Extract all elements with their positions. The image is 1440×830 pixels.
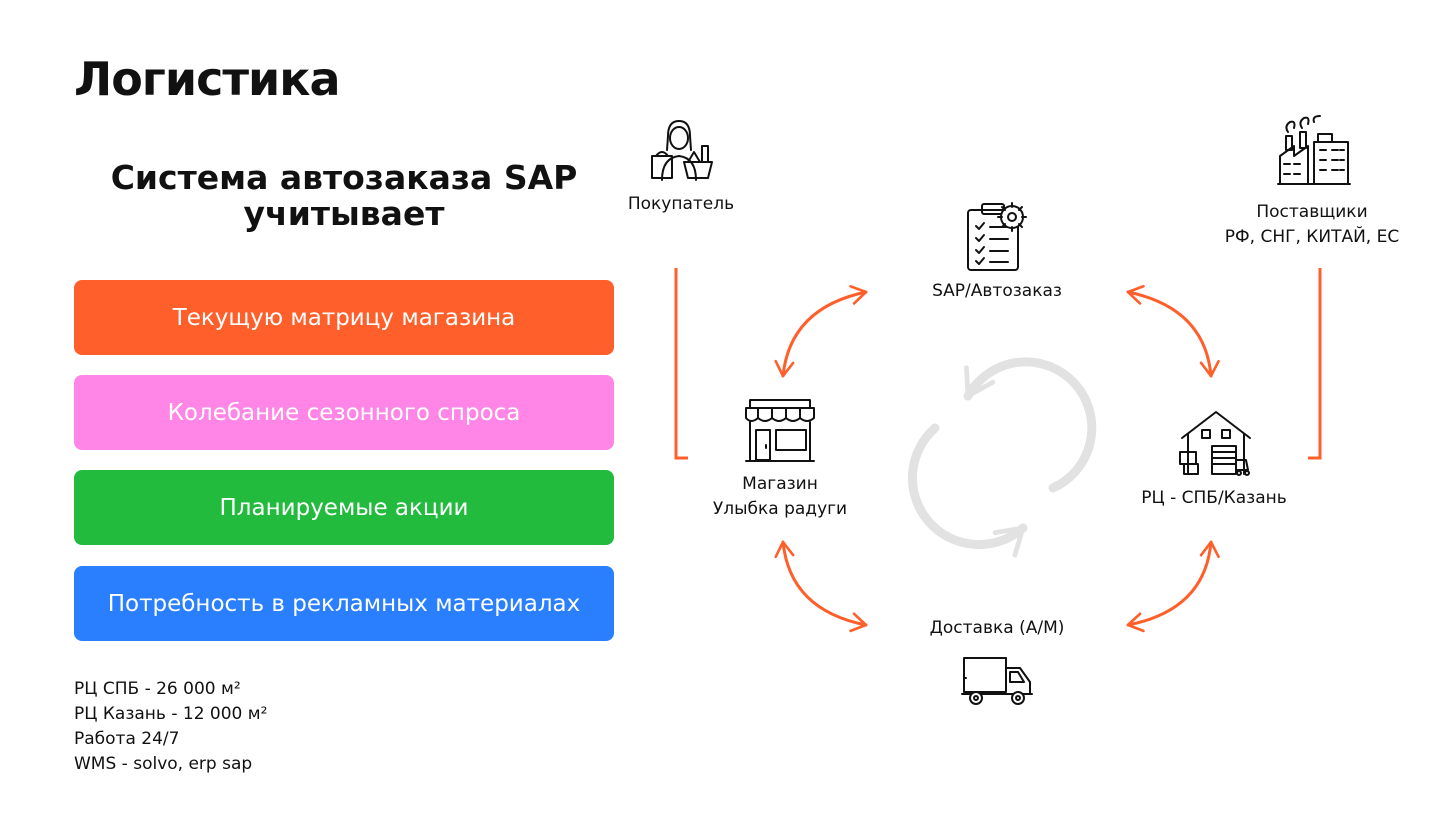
store-label: Магазин Улыбка радуги [713, 472, 847, 522]
page-title: Логистика [74, 52, 340, 106]
arrow-delivery-dc [1126, 540, 1220, 633]
subtitle: Система автозаказа SAP учитывает [110, 158, 578, 233]
warehouse-icon [1179, 411, 1251, 476]
buyer-icon [651, 120, 713, 181]
factor-seasonal-demand: Колебание сезонного спроса [74, 375, 614, 450]
supplier-dc-connector [1308, 268, 1322, 460]
store-title: Магазин [742, 474, 818, 494]
truck-icon [961, 657, 1033, 705]
delivery-label: Доставка (А/М) [929, 618, 1065, 638]
factor-label: Текущую матрицу магазина [172, 304, 516, 331]
sap-label: SAP/Автозаказ [932, 281, 1062, 301]
suppliers-title: Поставщики [1256, 202, 1368, 222]
suppliers-label: Поставщики РФ, СНГ, КИТАЙ, ЕС [1225, 200, 1399, 250]
checklist-gear-icon [967, 202, 1027, 271]
stats-list: РЦ СПБ - 26 000 м² РЦ Казань - 12 000 м²… [74, 677, 267, 777]
stat-item: РЦ СПБ - 26 000 м² [74, 679, 241, 699]
arrow-store-delivery [774, 540, 868, 633]
stat-item: WMS - solvo, erp sap [74, 754, 253, 774]
store-icon [745, 399, 815, 462]
stat-item: РЦ Казань - 12 000 м² [74, 704, 268, 724]
arrow-store-sap [774, 285, 868, 378]
arrow-sap-dc [1126, 284, 1220, 378]
store-name: Улыбка радуги [712, 499, 848, 519]
dc-label: РЦ - СПБ/Казань [1141, 488, 1287, 508]
factor-label: Колебание сезонного спроса [167, 399, 521, 426]
refresh-cycle-icon [907, 357, 1097, 558]
factor-advertising-materials: Потребность в рекламных материалах [74, 566, 614, 641]
stat-item: Работа 24/7 [74, 729, 180, 749]
factor-current-matrix: Текущую матрицу магазина [74, 280, 614, 355]
buyer-store-connector [674, 268, 688, 460]
factor-planned-promotions: Планируемые акции [74, 470, 614, 545]
factor-label: Планируемые акции [219, 494, 469, 521]
suppliers-regions: РФ, СНГ, КИТАЙ, ЕС [1224, 227, 1400, 247]
buyer-label: Покупатель [627, 194, 735, 214]
factory-icon [1277, 115, 1351, 185]
factor-label: Потребность в рекламных материалах [107, 590, 581, 617]
